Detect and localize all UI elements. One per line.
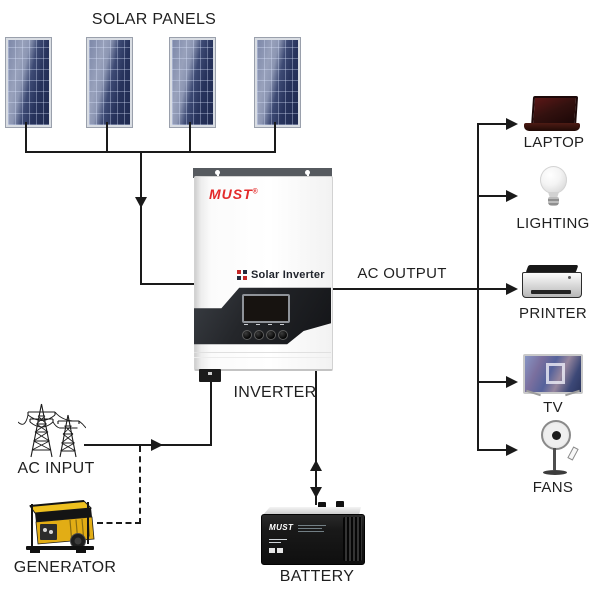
must-mark-icon — [237, 270, 247, 280]
inverter-brand-text: MUST — [209, 186, 253, 202]
solar-panels-label: SOLAR PANELS — [91, 11, 217, 28]
ac-input-riser-line — [210, 381, 212, 446]
battery-spec-line — [298, 525, 326, 526]
battery-spec-line — [298, 531, 324, 532]
fan-pole — [553, 448, 556, 470]
fan-base — [543, 470, 567, 475]
laptop-label: LAPTOP — [523, 134, 585, 151]
bulb-neck — [548, 192, 559, 197]
inverter-button-1 — [242, 330, 252, 340]
battery-case: MUST — [261, 514, 365, 565]
tv-branch-line — [478, 381, 508, 383]
panel-bus-line — [25, 151, 276, 153]
ac-input-line — [84, 444, 212, 446]
tv-screen — [523, 354, 583, 394]
battery-icon: MUST — [260, 498, 365, 568]
button-label-mark — [280, 324, 284, 325]
generator-dashed-vertical — [139, 446, 141, 524]
solar-to-inverter-line — [140, 151, 142, 285]
generator-dashed-horizontal — [97, 522, 141, 524]
lighting-arrow — [506, 190, 518, 202]
ac-input-arrow — [151, 439, 163, 451]
button-label-mark — [268, 324, 272, 325]
battery-arrow-up — [310, 460, 322, 471]
tv-arrow — [506, 376, 518, 388]
bulb-globe — [540, 166, 567, 194]
panel3-drop-line — [189, 122, 191, 152]
lighting-label: LIGHTING — [516, 215, 590, 232]
tv-icon — [523, 354, 583, 400]
panel1-drop-line — [25, 122, 27, 152]
button-label-mark — [244, 324, 248, 325]
tv-label: TV — [543, 399, 563, 416]
laptop-branch-line — [478, 123, 508, 125]
inverter-product-name: Solar Inverter — [251, 269, 325, 281]
ac-output-label: AC OUTPUT — [357, 265, 447, 282]
printer-arrow — [506, 283, 518, 295]
laptop-icon — [524, 96, 580, 134]
battery-ribs — [343, 517, 362, 561]
fan-icon — [539, 420, 579, 478]
button-label-mark — [256, 324, 260, 325]
ac-input-label: AC INPUT — [17, 460, 95, 477]
panel2-drop-line — [106, 122, 108, 152]
solar-panel-4 — [254, 37, 301, 128]
lightbulb-icon — [540, 166, 568, 212]
solar-arrow-down — [135, 197, 147, 208]
fans-arrow — [506, 444, 518, 456]
battery-spec-line — [269, 542, 281, 543]
battery-label: BATTERY — [279, 568, 355, 585]
lighting-branch-line — [478, 195, 508, 197]
inverter-lcd-display — [242, 294, 290, 323]
battery-spec-line — [298, 528, 322, 529]
battery-label-chip — [277, 548, 283, 553]
battery-terminal — [318, 502, 326, 509]
battery-arrow-down — [310, 487, 322, 498]
inverter-button-2 — [254, 330, 264, 340]
solar-panel-1 — [5, 37, 52, 128]
inverter-button-3 — [266, 330, 276, 340]
bracket-keyhole-left-icon — [215, 170, 220, 177]
battery-line — [315, 368, 317, 505]
fan-remote — [567, 446, 579, 461]
laptop-base — [524, 123, 580, 131]
solar-elbow-line — [140, 283, 195, 285]
inverter-unit: MUST® Solar Inverter — [193, 167, 333, 371]
battery-label-chip — [269, 548, 275, 553]
transmission-tower-icon — [18, 403, 86, 458]
battery-spec-line — [269, 539, 287, 540]
inverter-mount-bracket — [193, 168, 332, 178]
panel4-drop-line — [274, 122, 276, 152]
tv-screen-image — [546, 363, 565, 384]
battery-terminal — [336, 501, 344, 508]
printer-paper-slot — [531, 290, 571, 294]
fan-hub — [551, 430, 561, 440]
bulb-screw-base — [548, 197, 559, 206]
fans-label: FANS — [532, 479, 574, 496]
inverter-brand-logo: MUST® — [209, 186, 259, 202]
printer-button — [568, 276, 571, 279]
ac-output-line — [331, 288, 508, 290]
printer-icon — [522, 264, 582, 304]
bracket-keyhole-right-icon — [305, 170, 310, 177]
printer-label: PRINTER — [519, 305, 587, 322]
battery-brand-text: MUST — [269, 523, 294, 532]
inverter-button-4 — [278, 330, 288, 340]
inverter-product-row: Solar Inverter — [237, 269, 325, 281]
generator-icon — [26, 500, 95, 553]
inverter-seam — [194, 357, 331, 358]
inverter-ac-connector — [199, 369, 221, 382]
printer-body — [522, 272, 582, 298]
solar-panel-3 — [169, 37, 216, 128]
inverter-seam — [194, 352, 331, 353]
laptop-arrow — [506, 118, 518, 130]
solar-panel-2 — [86, 37, 133, 128]
battery-top-surface — [263, 507, 361, 515]
inverter-trademark: ® — [252, 188, 259, 196]
fans-branch-line — [478, 449, 508, 451]
inverter-label: INVERTER — [233, 384, 317, 401]
output-bus-line — [477, 123, 479, 451]
generator-label: GENERATOR — [13, 559, 117, 576]
